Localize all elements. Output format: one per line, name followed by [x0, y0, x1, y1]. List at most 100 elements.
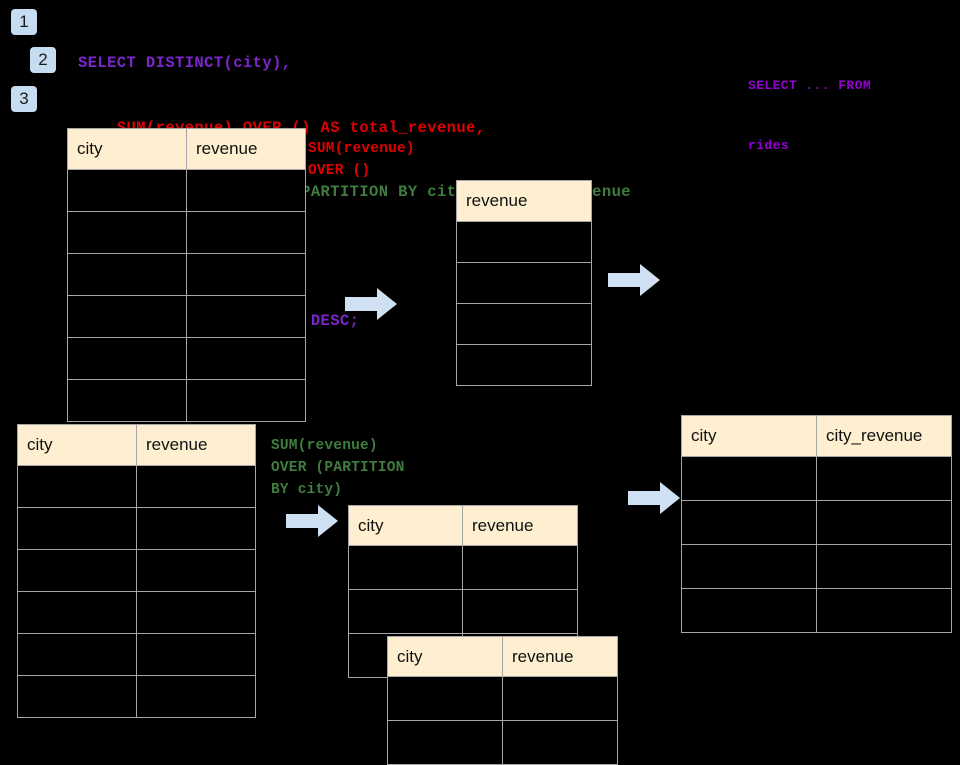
- column-header-city: city: [387, 636, 503, 677]
- table-row: [681, 500, 952, 545]
- cell-revenue: [136, 549, 256, 592]
- table-row: [681, 456, 952, 501]
- column-header-city-revenue: city_revenue: [816, 415, 952, 457]
- cell-revenue: [502, 720, 618, 765]
- cell-revenue: [136, 465, 256, 508]
- table-row: [387, 676, 618, 721]
- arrow-source-to-total: [345, 288, 397, 320]
- arrow-source-to-partition: [286, 505, 338, 537]
- cell-revenue: [456, 303, 592, 345]
- table-row: [456, 221, 592, 263]
- right-arrow-icon: [628, 482, 680, 514]
- column-header-revenue: revenue: [136, 424, 256, 466]
- table-row: [67, 211, 306, 254]
- cell-revenue: [456, 221, 592, 263]
- step-badge-1: 1: [11, 9, 37, 35]
- cell-city: [681, 544, 817, 589]
- table-row: [67, 379, 306, 422]
- column-header-revenue: revenue: [186, 128, 306, 170]
- cell-revenue: [456, 344, 592, 386]
- table-row: [67, 337, 306, 380]
- cell-city: [67, 295, 187, 338]
- cell-city-revenue: [816, 456, 952, 501]
- cell-city-revenue: [816, 544, 952, 589]
- cell-city: [17, 549, 137, 592]
- cell-city: [387, 720, 503, 765]
- cell-revenue: [186, 169, 306, 212]
- cell-revenue: [462, 545, 578, 590]
- cell-city: [67, 211, 187, 254]
- table-row: [17, 675, 256, 718]
- column-header-revenue: revenue: [456, 180, 592, 222]
- table-header-row: revenue: [456, 180, 592, 222]
- table-row: [387, 720, 618, 765]
- table-row: [456, 262, 592, 304]
- table-row: [67, 295, 306, 338]
- cell-revenue: [136, 675, 256, 718]
- cell-city: [17, 507, 137, 550]
- right-arrow-icon: [286, 505, 338, 537]
- table-header-row: city revenue: [387, 636, 618, 677]
- table-row: [17, 591, 256, 634]
- table-row: [17, 507, 256, 550]
- cell-revenue: [456, 262, 592, 304]
- table-row: [67, 253, 306, 296]
- annotation-total-revenue: SUM(revenue) OVER (): [308, 141, 415, 179]
- cell-city: [17, 675, 137, 718]
- table-row: [456, 344, 592, 386]
- cell-city: [348, 545, 463, 590]
- cell-city: [17, 591, 137, 634]
- rides-source-table-top: city revenue: [67, 128, 306, 422]
- side-note-line-2: rides: [748, 138, 790, 153]
- cell-revenue: [462, 589, 578, 634]
- column-header-city: city: [67, 128, 187, 170]
- cell-city: [681, 456, 817, 501]
- table-header-row: city revenue: [348, 505, 578, 546]
- table-row: [67, 169, 306, 212]
- column-header-revenue: revenue: [502, 636, 618, 677]
- table-row: [681, 588, 952, 633]
- sql-line-select: SELECT DISTINCT(city),: [78, 54, 292, 72]
- cell-revenue: [136, 591, 256, 634]
- side-note-line-1: SELECT ... FROM: [748, 78, 872, 93]
- table-row: [348, 589, 578, 634]
- annotation-city-revenue: SUM(revenue) OVER (PARTITION BY city): [271, 438, 405, 498]
- cell-city-revenue: [816, 500, 952, 545]
- step-badge-2: 2: [30, 47, 56, 73]
- cell-city: [67, 253, 187, 296]
- arrow-total-to-final: [608, 264, 660, 296]
- cell-revenue: [186, 253, 306, 296]
- partition-group-table-back: city revenue: [348, 505, 578, 678]
- cell-revenue: [186, 211, 306, 254]
- cell-revenue: [502, 676, 618, 721]
- table-row: [17, 633, 256, 676]
- cell-revenue: [186, 295, 306, 338]
- cell-city: [17, 465, 137, 508]
- table-row: [456, 303, 592, 345]
- table-row: [17, 549, 256, 592]
- cell-city: [681, 588, 817, 633]
- table-header-row: city revenue: [67, 128, 306, 170]
- final-result-table: city city_revenue: [681, 415, 952, 633]
- right-arrow-icon: [608, 264, 660, 296]
- cell-city: [67, 337, 187, 380]
- rides-source-table-bottom: city revenue: [17, 424, 256, 718]
- cell-city: [67, 169, 187, 212]
- cell-revenue: [136, 507, 256, 550]
- column-header-city: city: [17, 424, 137, 466]
- right-arrow-icon: [345, 288, 397, 320]
- cell-city-revenue: [816, 588, 952, 633]
- side-note-select-from: SELECT ... FROM rides: [748, 36, 871, 196]
- column-header-city: city: [681, 415, 817, 457]
- table-row: [17, 465, 256, 508]
- arrow-partition-to-final: [628, 482, 680, 514]
- step-badge-3: 3: [11, 86, 37, 112]
- cell-city: [67, 379, 187, 422]
- table-header-row: city revenue: [17, 424, 256, 466]
- cell-city: [681, 500, 817, 545]
- table-row: [681, 544, 952, 589]
- cell-city: [17, 633, 137, 676]
- partition-group-table-front: city revenue: [387, 636, 618, 765]
- diagram-canvas: 1 2 3 SELECT DISTINCT(city), SUM(revenue…: [11, 9, 952, 765]
- cell-revenue: [186, 337, 306, 380]
